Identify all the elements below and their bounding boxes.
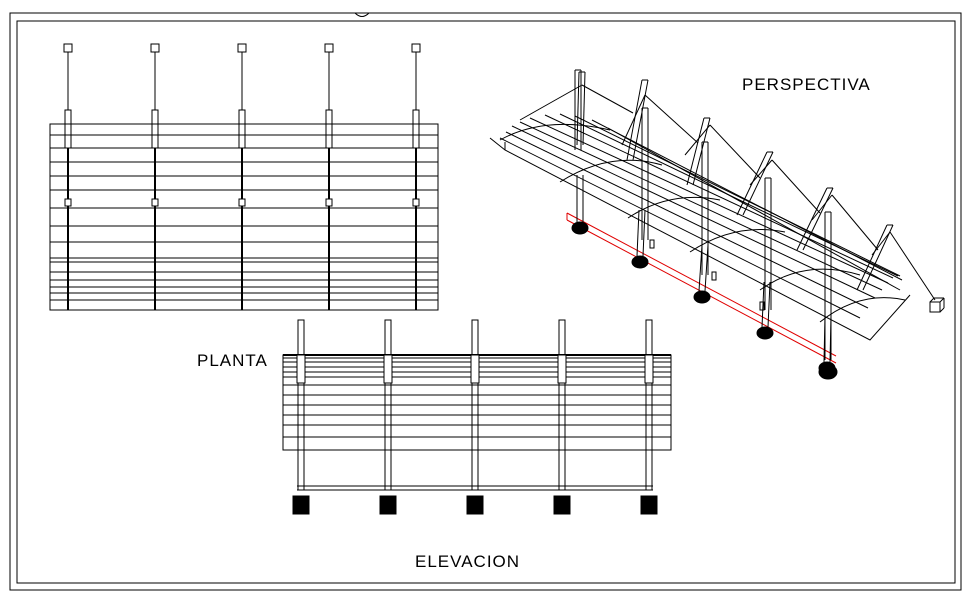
persp-cable: [519, 84, 583, 121]
persp-footing: [571, 221, 589, 235]
plan-joint-box: [64, 198, 72, 207]
plan-column-head: [64, 109, 72, 149]
persp-cable: [581, 84, 634, 114]
persp-connector: [759, 301, 765, 311]
persp-roof-rib: [689, 229, 786, 253]
persp-footing: [818, 364, 838, 380]
plan-anchor-box: [324, 43, 334, 53]
persp-red-base-line: [566, 212, 837, 357]
plan-anchor-box: [237, 43, 247, 53]
plan-anchor-box: [411, 43, 421, 53]
persp-roof-rib: [559, 159, 663, 183]
elev-footing: [640, 495, 658, 515]
persp-cable: [709, 124, 761, 179]
plan-label: PLANTA: [197, 351, 268, 370]
persp-mast: [742, 151, 774, 216]
persp-mast: [856, 224, 888, 291]
outer-border: [9, 12, 962, 591]
persp-cable: [621, 94, 646, 146]
persp-mast: [626, 79, 643, 161]
plan-deck-outline: [49, 123, 439, 311]
persp-mast: [802, 187, 834, 251]
persp-roof-slat: [519, 121, 883, 291]
plan-joint-box: [238, 198, 246, 207]
persp-roof-slat: [511, 125, 876, 299]
persp-roof-slat: [505, 131, 869, 309]
persp-cable: [684, 124, 711, 156]
plan-joint-box: [325, 198, 333, 207]
persp-roof-slat: [607, 127, 901, 291]
persp-mast: [736, 151, 768, 216]
elev-column-cap: [470, 354, 480, 384]
persp-mast: [632, 79, 649, 161]
plan-column-head: [238, 109, 246, 149]
plan-anchor-box: [150, 43, 160, 53]
persp-roof-slat: [499, 137, 861, 319]
persp-cable: [831, 194, 879, 251]
persp-roof-rib: [819, 297, 906, 323]
persp-anchor-cube: [929, 301, 941, 313]
elev-column-cap: [383, 354, 393, 384]
persp-cable: [811, 194, 833, 221]
persp-mast: [686, 117, 705, 186]
persp-cable: [871, 231, 891, 256]
elev-footing: [466, 495, 484, 515]
persp-mast: [796, 187, 828, 251]
persp-cable: [644, 94, 699, 144]
persp-footing: [631, 255, 649, 269]
elev-footing: [292, 495, 310, 515]
top-mark: [354, 12, 370, 17]
plan-joint-box: [151, 198, 159, 207]
persp-cable: [771, 159, 821, 214]
plan-view: [49, 43, 439, 311]
persp-roof-edge: [489, 137, 911, 341]
persp-anchor-cube: [939, 297, 945, 303]
persp-roof-rib: [499, 123, 611, 141]
persp-anchor-cube: [939, 307, 945, 313]
plan-joint-box: [412, 198, 420, 207]
persp-connector: [711, 271, 717, 281]
perspective-view: [489, 69, 945, 380]
persp-mast: [582, 71, 586, 146]
plan-column-head: [151, 109, 159, 149]
persp-roof-slat: [529, 117, 889, 284]
persp-mast: [862, 224, 894, 291]
persp-roof-rib: [627, 196, 721, 219]
perspective-label: PERSPECTIVA: [742, 75, 871, 94]
elev-footing: [379, 495, 397, 515]
persp-cable: [889, 231, 936, 301]
persp-column: [767, 281, 771, 328]
persp-roof-slat: [574, 115, 901, 277]
persp-connector: [649, 239, 655, 249]
persp-mast: [576, 71, 580, 146]
persp-roof-slat: [544, 114, 894, 279]
persp-footing: [756, 326, 774, 340]
persp-column: [761, 281, 765, 328]
persp-anchor-cube: [929, 297, 935, 303]
elevation-label: ELEVACION: [415, 552, 520, 571]
persp-roof-slat: [591, 119, 903, 281]
persp-column: [642, 209, 646, 257]
persp-column: [636, 209, 640, 257]
elev-footing: [553, 495, 571, 515]
elev-column-cap: [296, 354, 306, 384]
plan-column-head: [325, 109, 333, 149]
persp-cable: [749, 159, 773, 186]
plan-column-head: [412, 109, 420, 149]
plan-anchor-box: [63, 43, 73, 53]
elevation-view: [282, 319, 672, 515]
elev-column-cap: [644, 354, 654, 384]
inner-border: [16, 20, 956, 584]
persp-footing: [693, 290, 711, 304]
elev-column-cap: [557, 354, 567, 384]
